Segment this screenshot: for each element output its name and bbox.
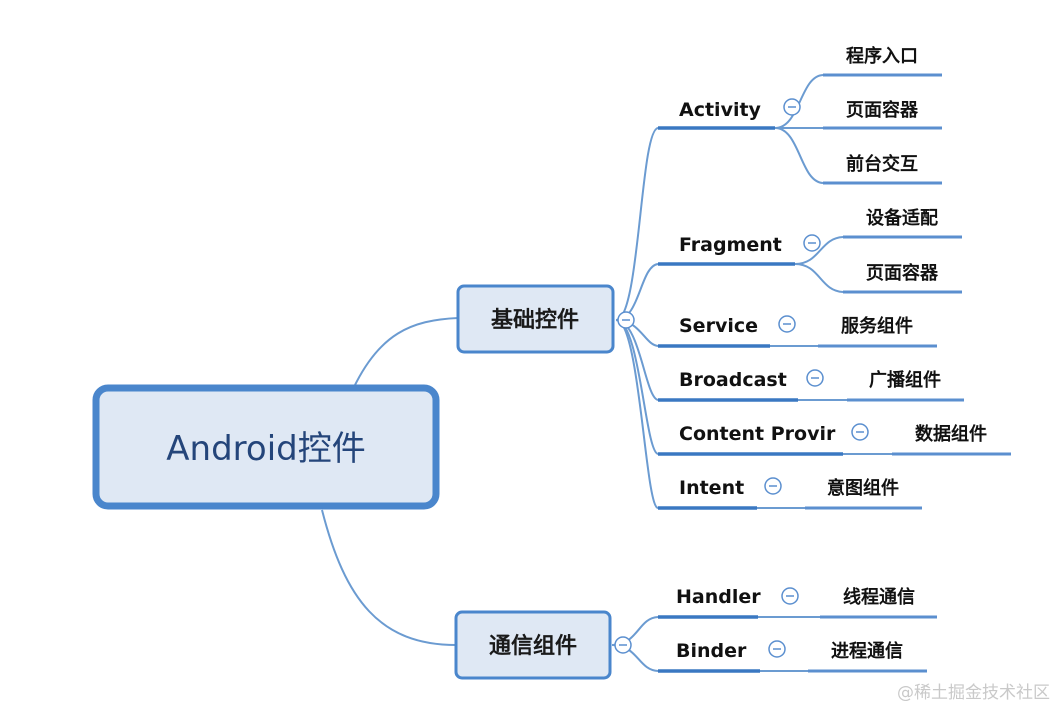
branch-node-comm[interactable]: 通信组件 (454, 610, 612, 680)
leaf-label: 服务组件 (841, 315, 913, 337)
child-label-activity: Activity (679, 99, 762, 121)
leaf-label: 意图组件 (827, 477, 899, 499)
collapse-icon[interactable] (617, 311, 635, 329)
branch-label-basic: 基础控件 (491, 307, 579, 333)
leaf-label: 数据组件 (915, 423, 987, 445)
child-label-intent: Intent (679, 477, 744, 499)
collapse-icon[interactable] (783, 98, 801, 116)
branch-label-comm: 通信组件 (489, 633, 577, 659)
collapse-icon[interactable] (781, 587, 799, 605)
leaf-underlines (805, 73, 1011, 673)
collapse-icon[interactable] (803, 234, 821, 252)
collapse-icon[interactable] (778, 315, 796, 333)
leaf-label: 设备适配 (866, 207, 938, 229)
child-underlines (658, 126, 843, 673)
collapse-icon[interactable] (851, 423, 869, 441)
leaf-label: 前台交互 (846, 153, 918, 175)
leaf-label: 广播组件 (869, 369, 941, 391)
leaf-label: 程序入口 (846, 45, 918, 67)
child-label-service: Service (679, 315, 758, 337)
collapse-icon[interactable] (806, 369, 824, 387)
child-label-content-provider: Content Provir (679, 423, 836, 445)
connector-root-comm (321, 509, 457, 646)
watermark: @稀土掘金技术社区 (897, 683, 1050, 703)
root-label: Android控件 (166, 429, 365, 469)
child-label-fragment: Fragment (679, 234, 782, 256)
collapse-icon[interactable] (614, 636, 632, 654)
connectors-leaves (757, 74, 892, 672)
collapse-icon[interactable] (768, 640, 786, 658)
branch-node-basic[interactable]: 基础控件 (456, 284, 615, 354)
root-node[interactable]: Android控件 (92, 384, 440, 510)
child-label-binder: Binder (676, 640, 747, 662)
leaf-label: 页面容器 (846, 99, 919, 121)
connector-root-basic (354, 317, 459, 386)
leaf-label: 进程通信 (831, 640, 903, 662)
leaf-label: 页面容器 (866, 262, 939, 284)
collapse-icon[interactable] (764, 477, 782, 495)
child-label-handler: Handler (676, 586, 761, 608)
leaf-label: 线程通信 (843, 586, 915, 608)
child-label-broadcast: Broadcast (679, 369, 787, 391)
